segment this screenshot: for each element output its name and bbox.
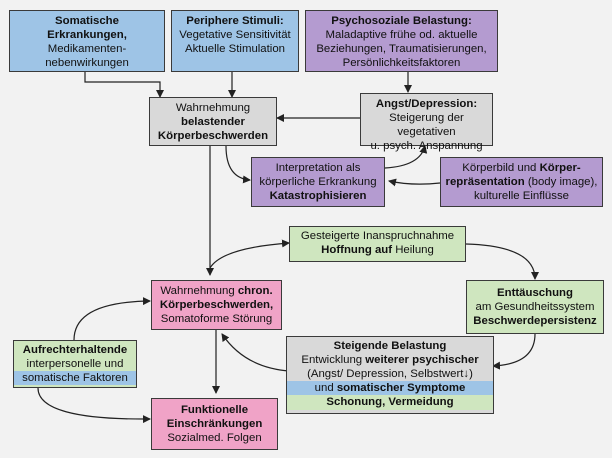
chronic-perception-box: Wahrnehmung chron. Körperbeschwerden, So… — [151, 280, 282, 330]
functional-line1: Funktionelle — [180, 404, 249, 416]
utilization-line2: Hoffnung auf Heilung — [294, 243, 461, 257]
arrow-somatic-to-perception — [84, 72, 164, 98]
chronic-line1a: Wahrnehmung — [160, 285, 238, 297]
anxiety-line1: Steigerung der vegetativen — [389, 112, 464, 138]
maintaining-line3: somatische Faktoren — [14, 371, 136, 385]
psychosocial-title: Psychosoziale Belastung: — [331, 15, 472, 27]
peripheral-line2: Aktuelle Stimulation — [184, 43, 286, 55]
peripheral-title: Periphere Stimuli: — [186, 15, 284, 27]
arrow-bodyimage-to-interpretation — [388, 178, 441, 187]
interpretation-line3: Katastrophisieren — [269, 190, 367, 202]
disappointment-line1: Enttäuschung — [497, 287, 573, 299]
arrow-stress-to-chronic — [221, 333, 291, 372]
body-image-box: Körperbild und Körper- repräsentation (b… — [440, 157, 603, 207]
maintaining-line1: Aufrechterhaltende — [22, 344, 128, 356]
interpretation-line1: Interpretation als — [275, 162, 361, 174]
arrow-utilization-to-disappointment — [465, 243, 539, 280]
stress-line4b: somatischer Symptome — [336, 382, 466, 394]
psychosocial-line2: Beziehungen, Traumatisierungen, — [316, 43, 487, 55]
arrow-chronic-to-utilization — [209, 239, 290, 269]
utilization-line2a: Hoffnung auf — [321, 244, 393, 256]
chronic-line3: Somatoforme Störung — [160, 313, 273, 325]
psychosocial-stress-box: Psychosoziale Belastung: Maladaptive frü… — [305, 10, 498, 72]
peripheral-stimuli-box: Periphere Stimuli: Vegetative Sensitivit… — [171, 10, 299, 72]
stress-line2a: Entwicklung — [301, 354, 366, 366]
stress-line4: und somatischer Symptome — [287, 381, 493, 395]
stress-line3: (Angst/ Depression, Selbstwert↓) — [307, 368, 473, 380]
stress-line2b: weiterer psychischer — [365, 354, 479, 366]
somatic-line1: Medikamenten- — [47, 43, 127, 55]
somatic-title: Somatische Erkrankungen, — [47, 15, 127, 41]
chronic-line2: Körperbeschwerden, — [159, 299, 274, 311]
chronic-line1: Wahrnehmung chron. — [156, 284, 277, 298]
maintaining-factors-box: Aufrechterhaltende interpersonelle und s… — [13, 340, 137, 388]
maintaining-line2: interpersonelle und — [26, 358, 124, 370]
stress-line5: Schonung, Vermeidung — [287, 395, 493, 410]
increasing-stress-box: Steigende Belastung Entwicklung weiterer… — [286, 336, 494, 414]
peripheral-line1: Vegetative Sensitivität — [179, 29, 291, 41]
bodyimage-line2b: (body image), — [524, 176, 598, 188]
perception-line2: belastender — [181, 116, 245, 128]
perception-line3: Körperbeschwerden — [157, 130, 269, 142]
somatic-line2: nebenwirkungen — [45, 57, 129, 69]
anxiety-depression-box: Angst/Depression: Steigerung der vegetat… — [360, 93, 493, 152]
functional-limitations-box: Funktionelle Einschränkungen Sozialmed. … — [151, 398, 278, 450]
arrow-perception-to-interpretation — [225, 145, 251, 184]
anxiety-line2: u. psych. Anspannung — [370, 140, 483, 152]
bodyimage-line1: Körperbild und Körper- — [445, 161, 598, 175]
psychosocial-line3: Persönlichkeitsfaktoren — [342, 57, 461, 69]
bodyimage-line2: repräsentation (body image), — [445, 175, 598, 189]
arrow-interpretation-to-anxiety — [384, 145, 428, 169]
interpretation-line2: körperliche Erkrankung — [259, 176, 377, 188]
arrow-maintaining-to-chronic — [73, 297, 151, 341]
arrow-disappointment-to-stress — [492, 333, 536, 370]
anxiety-title: Angst/Depression: — [375, 98, 478, 110]
bodyimage-line3: kulturelle Einflüsse — [474, 190, 569, 202]
perception-line1: Wahrnehmung — [175, 102, 251, 114]
chronic-line1b: chron. — [237, 285, 273, 297]
arrow-maintaining-to-functional — [37, 387, 151, 424]
functional-line2: Einschränkungen — [166, 418, 263, 430]
disappointment-line3: Beschwerdepersistenz — [473, 315, 597, 327]
perception-box: Wahrnehmung belastender Körperbeschwerde… — [149, 97, 277, 146]
disappointment-line2: am Gesundheitssystem — [475, 301, 595, 313]
stress-line2: Entwicklung weiterer psychischer — [291, 353, 489, 367]
functional-line3: Sozialmed. Folgen — [167, 432, 262, 444]
stress-line4a: und — [314, 382, 337, 394]
somatic-diseases-box: Somatische Erkrankungen, Medikamenten- n… — [9, 10, 165, 72]
utilization-line1: Gesteigerte Inanspruchnahme — [300, 230, 455, 242]
stress-line1: Steigende Belastung — [333, 340, 447, 352]
interpretation-box: Interpretation als körperliche Erkrankun… — [251, 157, 385, 207]
disappointment-box: Enttäuschung am Gesundheitssystem Beschw… — [466, 280, 604, 334]
bodyimage-line1b: Körper- — [539, 162, 581, 174]
utilization-box: Gesteigerte Inanspruchnahme Hoffnung auf… — [289, 226, 466, 262]
bodyimage-line1a: Körperbild und — [462, 162, 540, 174]
utilization-line2b: Heilung — [392, 244, 434, 256]
bodyimage-line2a: repräsentation — [445, 176, 525, 188]
psychosocial-line1: Maladaptive frühe od. aktuelle — [325, 29, 478, 41]
